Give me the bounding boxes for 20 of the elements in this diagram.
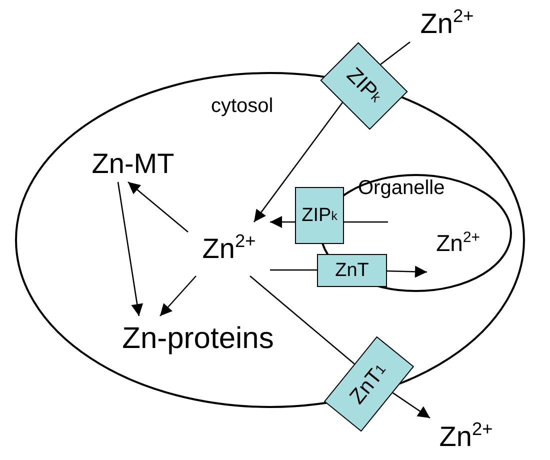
transporter-box: ZnT bbox=[317, 254, 387, 287]
connector-line bbox=[270, 269, 317, 271]
ion-label: Zn$^{2+}$ bbox=[439, 423, 493, 451]
connector-line bbox=[344, 221, 388, 223]
arrow bbox=[270, 216, 295, 228]
arrow bbox=[392, 392, 430, 419]
arrow bbox=[253, 102, 343, 222]
compartment-label: cytosol bbox=[211, 96, 274, 116]
connector-line bbox=[380, 41, 410, 65]
ion-label: Zn$^{2+}$ bbox=[202, 235, 256, 263]
compartment-label: Organelle bbox=[358, 178, 445, 198]
arrow bbox=[128, 182, 188, 232]
ion-label: Zn$^{2+}$ bbox=[436, 232, 480, 254]
arrow bbox=[117, 182, 144, 316]
connector-line bbox=[250, 276, 355, 364]
arrow bbox=[386, 266, 428, 278]
ion-label: Zn$^{2+}$ bbox=[420, 10, 474, 38]
molecule-label: Zn-MT bbox=[92, 150, 174, 178]
molecule-label: Zn-proteins bbox=[122, 324, 274, 354]
arrow bbox=[160, 276, 196, 316]
